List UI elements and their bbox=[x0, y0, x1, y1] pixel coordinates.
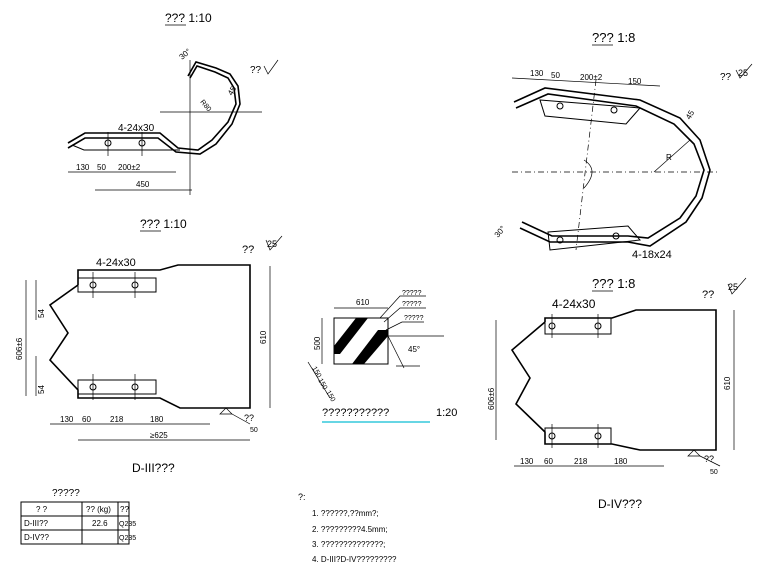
td-r2-c3: Q235 bbox=[119, 535, 136, 542]
tl-45-label: 45 bbox=[226, 84, 239, 97]
ml-130: 130 bbox=[60, 415, 74, 424]
detail-title: ??????????? bbox=[322, 407, 389, 419]
tr-150: 150 bbox=[628, 77, 642, 86]
mr-holes-label: 4-24x30 bbox=[552, 297, 596, 311]
dt-a: 150 bbox=[310, 366, 322, 380]
ml-606: 606±6 bbox=[15, 337, 24, 360]
ml-50: 50 bbox=[250, 427, 258, 434]
mr-610: 610 bbox=[723, 376, 732, 390]
tr-45: 45 bbox=[684, 108, 697, 121]
tl-130: 130 bbox=[76, 163, 90, 172]
dt-lbl2: ????? bbox=[402, 301, 422, 308]
roughness-25-tr: 25 bbox=[738, 68, 748, 78]
td-r1-c1: D-III?? bbox=[24, 519, 49, 528]
mr-218: 218 bbox=[574, 457, 588, 466]
dt-45: 45° bbox=[408, 345, 420, 354]
mr-50: 50 bbox=[710, 469, 718, 476]
ml-54a: 54 bbox=[37, 309, 46, 318]
mid-left-title: ??? 1:10 bbox=[140, 217, 187, 231]
dt-c: 150 bbox=[324, 390, 336, 404]
ml-54b: 54 bbox=[37, 385, 46, 394]
tl-50: 50 bbox=[97, 163, 106, 172]
th-name: ? ? bbox=[36, 505, 48, 514]
dt-lbl1: ????? bbox=[402, 290, 422, 297]
mr-130: 130 bbox=[520, 457, 534, 466]
roughness-25-mr: 25 bbox=[728, 282, 738, 292]
mr-180: 180 bbox=[614, 457, 628, 466]
tl-200: 200±2 bbox=[118, 163, 141, 172]
ml-holes-label: 4-24x30 bbox=[96, 257, 136, 269]
note-1: 1. ??????,??mm?; bbox=[312, 509, 379, 518]
dt-lbl3: ????? bbox=[404, 315, 424, 322]
td-r2-c1: D-IV?? bbox=[24, 533, 49, 542]
roughness-mark-mr2: ?? bbox=[702, 289, 714, 301]
material-table: ????? ? ? ?? (kg) ?? D-III?? 22.6 Q235 D… bbox=[20, 488, 136, 545]
tr-130: 130 bbox=[530, 69, 544, 78]
td-r1-c2: 22.6 bbox=[92, 519, 108, 528]
table-title: ????? bbox=[52, 488, 80, 499]
dt-500: 500 bbox=[313, 336, 322, 350]
roughness-mark-mr: ?? bbox=[704, 454, 714, 464]
ml-610: 610 bbox=[259, 330, 268, 344]
tr-200: 200±2 bbox=[580, 73, 603, 82]
ml-625: ≥625 bbox=[150, 431, 168, 440]
note-2: 2. ?????????4.5mm; bbox=[312, 525, 388, 534]
tl-r-label: R80 bbox=[198, 99, 212, 113]
top-right-view: ??? 1:8 R 130 50 200±2 150 45 30° 4-18x2… bbox=[493, 30, 753, 261]
d3-caption: D-III??? bbox=[132, 461, 175, 475]
notes-title: ?: bbox=[298, 492, 306, 502]
tl-30-label: 30° bbox=[178, 47, 193, 62]
mid-right-view: ??? 1:8 4-24x30 606±6 610 130 60 218 180… bbox=[487, 276, 747, 511]
ml-218: 218 bbox=[110, 415, 124, 424]
roughness-mark-ml: ?? bbox=[244, 413, 254, 423]
roughness-mark-1: ?? bbox=[250, 65, 262, 76]
th-weight: ?? (kg) bbox=[86, 505, 111, 514]
tl-450: 450 bbox=[136, 180, 150, 189]
th-material: ?? bbox=[120, 505, 129, 514]
ml-180: 180 bbox=[150, 415, 164, 424]
centre-detail: 610 500 ????? ????? ????? 45° 150 150 15… bbox=[307, 290, 457, 423]
mid-left-view: ??? 1:10 4-24x30 606±6 54 54 610 130 60 … bbox=[15, 217, 283, 475]
top-left-title: ??? 1:10 bbox=[165, 11, 212, 25]
dt-b: 150 bbox=[316, 378, 328, 392]
tr-holes-label: 4-18x24 bbox=[632, 249, 672, 261]
d4-caption: D-IV??? bbox=[598, 497, 642, 511]
top-right-title: ??? 1:8 bbox=[592, 30, 635, 45]
mr-606: 606±6 bbox=[487, 387, 496, 410]
mr-60: 60 bbox=[544, 457, 553, 466]
note-4: 4. D-III?D-IV????????? bbox=[312, 555, 397, 564]
td-r1-c3: Q235 bbox=[119, 521, 136, 528]
detail-scale: 1:20 bbox=[436, 407, 457, 419]
top-left-view: ??? 1:10 4-24x30 30° 45 R80 130 50 200±2… bbox=[67, 11, 279, 195]
notes: ?: 1. ??????,??mm?; 2. ?????????4.5mm; 3… bbox=[298, 492, 397, 564]
tr-50: 50 bbox=[551, 71, 560, 80]
ml-60: 60 bbox=[82, 415, 91, 424]
mid-right-title: ??? 1:8 bbox=[592, 276, 635, 291]
tl-holes-label: 4-24x30 bbox=[118, 123, 155, 134]
tr-30: 30° bbox=[493, 224, 508, 239]
note-3: 3. ??????????????; bbox=[312, 540, 385, 549]
roughness-mark-ml2: ?? bbox=[242, 244, 254, 256]
roughness-25-ml: 25 bbox=[267, 239, 277, 249]
tr-r-label: R bbox=[666, 153, 672, 162]
roughness-mark-tr: ?? bbox=[720, 72, 732, 83]
dt-610: 610 bbox=[356, 298, 370, 307]
